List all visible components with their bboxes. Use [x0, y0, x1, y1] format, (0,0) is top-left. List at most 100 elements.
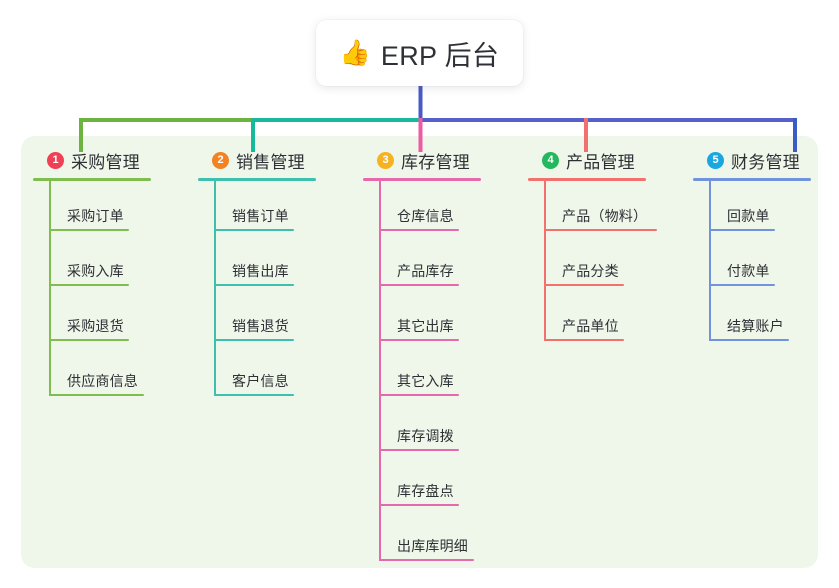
branch-item-label: 产品单位 — [562, 318, 619, 334]
branch-header-5[interactable]: 5 财务管理 — [693, 148, 839, 172]
branch-items-2: 销售订单销售出库销售退货客户信息 — [198, 181, 348, 401]
branch-item-label: 结算账户 — [727, 318, 784, 334]
branch-spine-5 — [709, 181, 711, 341]
root-node[interactable]: 👍 ERP 后台 — [316, 20, 523, 86]
branch-header-4[interactable]: 4 产品管理 — [528, 148, 678, 172]
branch-item-underline — [379, 559, 474, 561]
branch-item-label: 采购入库 — [67, 263, 124, 279]
branch-underline-5 — [693, 178, 811, 181]
branch-badge-3: 3 — [377, 151, 394, 169]
thumbs-up-icon: 👍 — [339, 38, 371, 67]
branch-item-underline — [379, 394, 459, 396]
branch-item-underline — [544, 339, 624, 341]
branch-column-5: 5 财务管理回款单付款单结算账户 — [693, 148, 839, 346]
branch-item-underline — [49, 284, 129, 286]
branch-item-label: 出库库明细 — [397, 538, 468, 554]
branch-item-label: 付款单 — [727, 263, 770, 279]
branch-item-underline — [379, 339, 459, 341]
diagram-panel — [21, 136, 818, 568]
branch-item-label: 产品分类 — [562, 263, 619, 279]
root-node-title: ERP 后台 — [380, 40, 500, 71]
branch-header-1[interactable]: 1 采购管理 — [33, 148, 183, 172]
branch-item-label: 仓库信息 — [397, 208, 454, 224]
branch-item-label: 销售退货 — [232, 318, 289, 334]
branch-item[interactable]: 库存调拨 — [363, 401, 513, 456]
branch-item-label: 其它入库 — [397, 373, 454, 389]
branch-title-2: 销售管理 — [236, 152, 305, 172]
branch-item-label: 采购订单 — [67, 208, 124, 224]
branch-item-underline — [709, 229, 775, 231]
branch-item[interactable]: 其它出库 — [363, 291, 513, 346]
branch-item[interactable]: 其它入库 — [363, 346, 513, 401]
branch-underline-2 — [198, 178, 316, 181]
branch-item[interactable]: 库存盘点 — [363, 456, 513, 511]
branch-badge-5: 5 — [707, 151, 724, 169]
branch-badge-1: 1 — [47, 151, 64, 169]
branch-column-2: 2 销售管理销售订单销售出库销售退货客户信息 — [198, 148, 348, 401]
branch-column-4: 4 产品管理产品（物料） 产品分类产品单位 — [528, 148, 678, 346]
branch-column-3: 3 库存管理仓库信息产品库存其它出库其它入库库存调拨库存盘点出库库明细 — [363, 148, 513, 566]
branch-item[interactable]: 客户信息 — [198, 346, 348, 401]
branch-spine-3 — [379, 181, 381, 561]
branch-item-label: 其它出库 — [397, 318, 454, 334]
branch-spine-1 — [49, 181, 51, 396]
branch-column-1: 1 采购管理采购订单采购入库采购退货供应商信息 — [33, 148, 183, 401]
branch-item-underline — [544, 229, 657, 231]
branch-item[interactable]: 出库库明细 — [363, 511, 513, 566]
branch-item-label: 库存盘点 — [397, 483, 454, 499]
branch-header-3[interactable]: 3 库存管理 — [363, 148, 513, 172]
branch-item[interactable]: 采购退货 — [33, 291, 183, 346]
branch-item-label: 销售出库 — [232, 263, 289, 279]
branch-item-underline — [544, 284, 624, 286]
branch-item-underline — [379, 229, 459, 231]
branch-item[interactable]: 产品分类 — [528, 236, 678, 291]
branch-item-label: 产品库存 — [397, 263, 454, 279]
branch-underline-1 — [33, 178, 151, 181]
branch-header-2[interactable]: 2 销售管理 — [198, 148, 348, 172]
branch-item-underline — [214, 394, 294, 396]
branch-item-underline — [709, 284, 775, 286]
root-node-content: 👍 ERP 后台 — [340, 34, 499, 73]
branch-items-3: 仓库信息产品库存其它出库其它入库库存调拨库存盘点出库库明细 — [363, 181, 513, 566]
branch-item-label: 回款单 — [727, 208, 770, 224]
branch-badge-4: 4 — [542, 151, 559, 169]
branch-item-label: 销售订单 — [232, 208, 289, 224]
branch-item-underline — [379, 284, 459, 286]
branch-item-underline — [49, 229, 129, 231]
branch-item-underline — [49, 339, 129, 341]
branch-title-3: 库存管理 — [401, 152, 470, 172]
branch-item[interactable]: 销售订单 — [198, 181, 348, 236]
branch-item-label: 产品（物料） — [562, 208, 648, 224]
branch-spine-4 — [544, 181, 546, 341]
branch-title-5: 财务管理 — [731, 152, 800, 172]
branch-item-underline — [214, 284, 294, 286]
branch-item-underline — [379, 504, 459, 506]
branch-item[interactable]: 仓库信息 — [363, 181, 513, 236]
branch-item[interactable]: 采购入库 — [33, 236, 183, 291]
branch-item[interactable]: 回款单 — [693, 181, 839, 236]
branch-item[interactable]: 销售出库 — [198, 236, 348, 291]
branch-item-label: 采购退货 — [67, 318, 124, 334]
branch-item[interactable]: 产品单位 — [528, 291, 678, 346]
branch-items-4: 产品（物料） 产品分类产品单位 — [528, 181, 678, 346]
branch-item[interactable]: 供应商信息 — [33, 346, 183, 401]
branch-item[interactable]: 付款单 — [693, 236, 839, 291]
branch-title-1: 采购管理 — [71, 152, 140, 172]
branch-items-1: 采购订单采购入库采购退货供应商信息 — [33, 181, 183, 401]
branch-item[interactable]: 采购订单 — [33, 181, 183, 236]
branch-item[interactable]: 产品（物料） — [528, 181, 678, 236]
branch-badge-2: 2 — [212, 151, 229, 169]
branch-item-underline — [49, 394, 144, 396]
branch-item[interactable]: 产品库存 — [363, 236, 513, 291]
branch-spine-2 — [214, 181, 216, 396]
branch-item-label: 供应商信息 — [67, 373, 138, 389]
branch-item-label: 库存调拨 — [397, 428, 454, 444]
branch-title-4: 产品管理 — [566, 152, 635, 172]
branch-item-label: 客户信息 — [232, 373, 289, 389]
branch-item-underline — [709, 339, 789, 341]
branch-items-5: 回款单付款单结算账户 — [693, 181, 839, 346]
branch-item[interactable]: 结算账户 — [693, 291, 839, 346]
branch-underline-4 — [528, 178, 646, 181]
branch-item-underline — [379, 449, 459, 451]
branch-item[interactable]: 销售退货 — [198, 291, 348, 346]
